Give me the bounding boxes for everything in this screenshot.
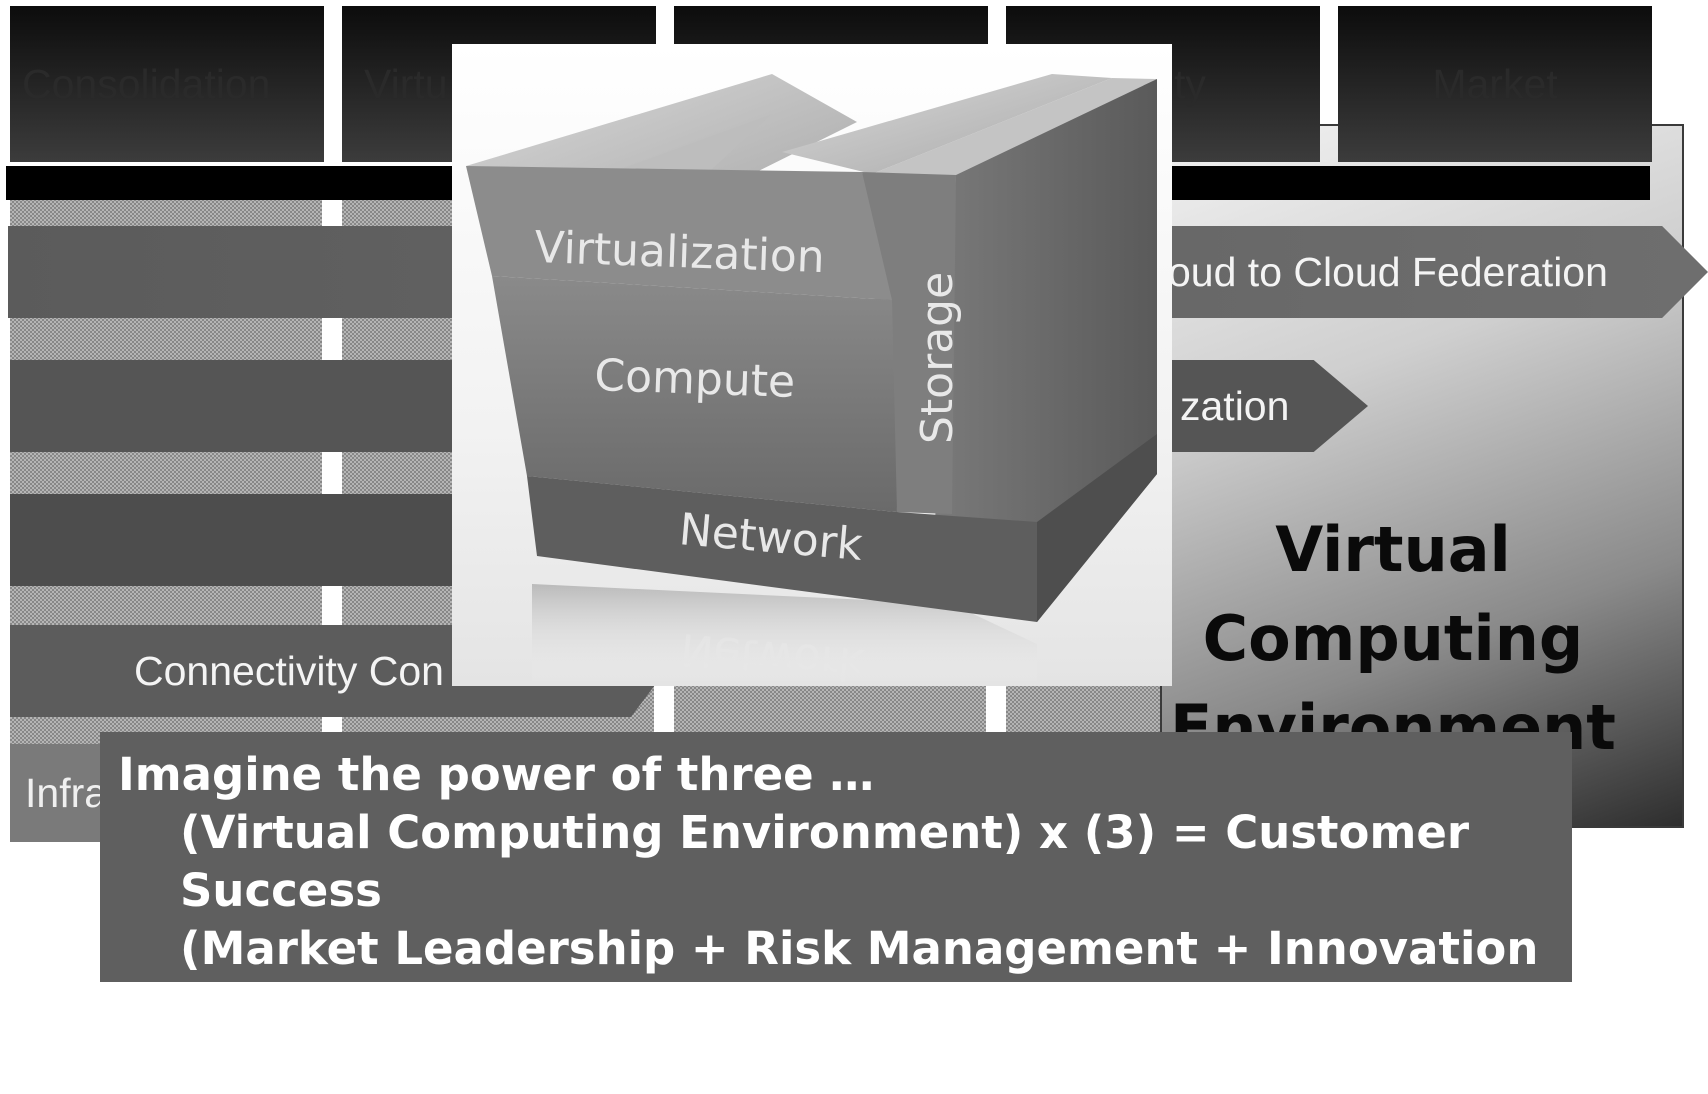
network-side [1037,434,1157,622]
network-panel [527,476,1037,622]
cube-top-right-2 [872,78,1157,177]
arrow-label: Connectivity Con [134,647,444,694]
column-header-label: Consolidation [22,60,271,107]
compute-panel [492,276,897,512]
arrow-label: Infra [25,769,108,816]
caption-line-2: (Virtual Computing Environment) x (3) = … [180,806,1470,917]
caption-box: Imagine the power of three … (Virtual Co… [100,732,1572,1091]
column-header-label: Virtu [364,60,448,107]
column-header-label: Market [1432,60,1558,107]
column-header-label: ty [1174,60,1206,107]
caption-line-3: (Market Leadership + Risk Management + I… [180,922,1539,1033]
cube-top-right [782,74,1112,174]
column-header-market: Market [1338,6,1652,162]
cube-label-virtualization: Virtualization [534,222,826,283]
arrow-label: zation [1180,382,1290,429]
cube-reflection [532,584,1037,684]
storage-panel [862,172,956,514]
virtualization-panel [466,166,892,300]
cube-label-compute: Compute [594,350,796,408]
cube-label-storage: Storage [912,272,963,444]
cube-illustration: Virtualization Compute Storage Network N… [452,44,1172,690]
caption-line-4: Services & Support + Ecosystem Reach) [180,1038,1198,1091]
arrow-label: oud to Cloud Federation [1168,248,1608,295]
cube-graphic: Virtualization Compute Storage Network N… [466,74,1157,690]
caption-line-1: Imagine the power of three … [118,748,875,801]
column-header-consolidation: Consolidation [10,6,324,162]
